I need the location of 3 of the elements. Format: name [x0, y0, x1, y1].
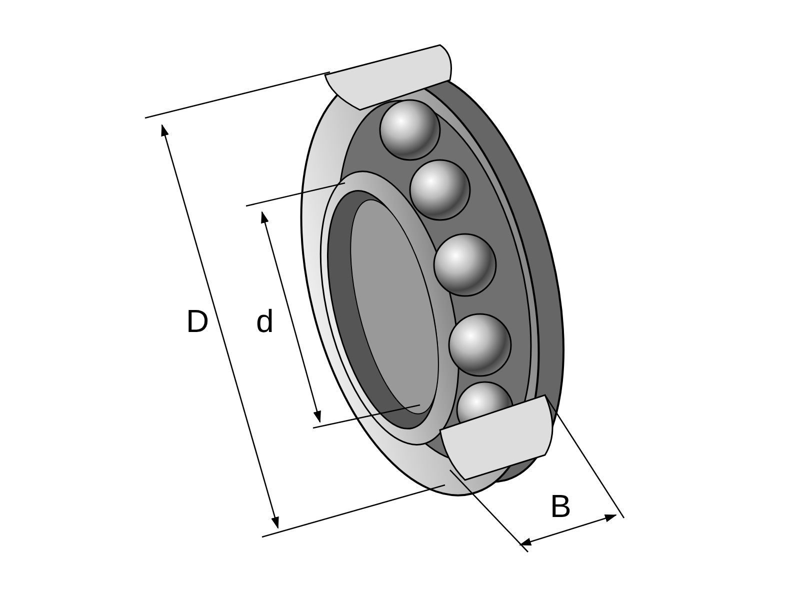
dimension-label: d — [256, 305, 274, 337]
dimension-label: B — [550, 490, 572, 522]
dimension-label: D — [186, 305, 210, 337]
